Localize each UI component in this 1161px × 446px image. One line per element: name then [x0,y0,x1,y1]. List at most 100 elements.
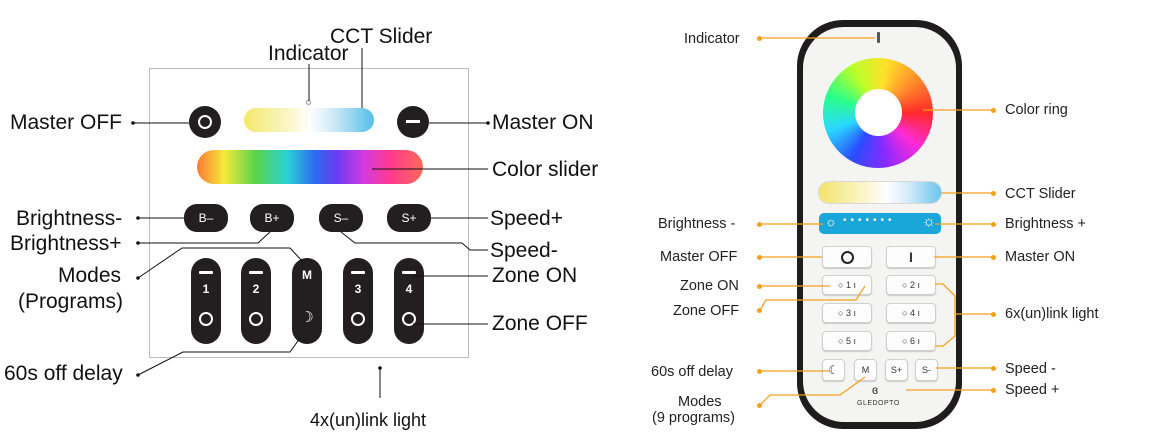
modes-label: M [302,268,312,282]
moon-icon: ☾ [828,363,839,377]
brightness-dots: ••••••• [843,215,896,226]
zone-on-dot: ○ [838,308,846,318]
zone-number: 1 [845,280,851,290]
label-zone-on: Zone ON [492,264,578,287]
zone-on-dot: ○ [902,336,910,346]
leader-dot [991,388,996,393]
remote-label-indicator: Indicator [684,31,740,47]
label-indicator: Indicator [268,42,349,65]
label-master-off: Master OFF [10,111,123,134]
remote-master-on-button[interactable]: I [886,246,936,268]
color-slider[interactable] [197,150,423,184]
label-zone-off: Zone OFF [492,312,588,335]
zone-1-button[interactable]: 1 [191,258,221,344]
zone-number: 2 [909,280,915,290]
remote-cct-slider[interactable] [819,182,941,203]
remote-master-off-button[interactable] [822,246,872,268]
label-programs: (Programs) [18,290,124,313]
zone-number: 5 [845,336,851,346]
cct-slider[interactable] [244,108,374,132]
zone-off-bar: ı [850,308,856,318]
remote-modes-button[interactable]: M [854,359,877,381]
remote-zone-3-button[interactable]: ○ 3 ı [822,303,872,323]
zone-2-button[interactable]: 2 [241,258,271,344]
zone-off-bar: ı [914,336,920,346]
leader-dot [991,255,996,260]
master-on-button[interactable] [397,106,429,138]
zone-3-button[interactable]: 3 [343,258,373,344]
label-speed-plus: Speed+ [490,207,563,230]
remote-zone-4-button[interactable]: ○ 4 ı [886,303,936,323]
remote-speed-plus-button[interactable]: S+ [885,359,908,381]
leader-dot [757,36,762,41]
remote-zone-6-button[interactable]: ○ 6 ı [886,331,936,351]
master-off-button[interactable] [189,106,221,138]
speed-plus-button[interactable]: S+ [387,204,431,232]
leader-dot [757,369,762,374]
brand-logo-icon: ɞ [872,383,879,397]
label-brightness-plus: Brightness+ [10,232,122,255]
remote-label-modes: Modes [678,394,722,410]
on-icon [199,271,213,274]
zone-off-bar: ı [914,308,920,318]
zone-number: 1 [202,282,210,296]
remote-zone-5-button[interactable]: ○ 5 ı [822,331,872,351]
zone-off-bar: ı [850,280,856,290]
leader-dot [991,108,996,113]
remote-off-delay-button[interactable]: ☾ [822,359,845,381]
remote-label-master-on: Master ON [1005,249,1076,265]
zone-on-dot: ○ [902,308,910,318]
off-icon [351,312,365,326]
leader-dot [757,308,762,313]
brightness-plus-button[interactable]: B+ [250,204,294,232]
moon-icon: ☽ [300,309,314,326]
remote-indicator [877,32,880,43]
zone-number: 3 [354,282,362,296]
remote-zone-1-button[interactable]: ○ 1 ı [822,275,872,295]
zone-number: 3 [845,308,851,318]
remote-label-color-ring: Color ring [1005,102,1068,118]
leader-dot [991,312,996,317]
zone-number: 2 [252,282,260,296]
modes-delay-button[interactable]: M ☽ [292,258,322,344]
on-icon [249,271,263,274]
remote-label-off-delay: 60s off delay [651,364,733,380]
remote-label-master-off: Master OFF [660,249,738,265]
zone-on-dot: ○ [838,336,846,346]
zone-4-button[interactable]: 4 [394,258,424,344]
circle-icon [198,115,212,129]
zone-number: 6 [909,336,915,346]
leader-dot [991,191,996,196]
brand-name: GLEDOPTO [857,400,900,407]
remote-label-zone-off: Zone OFF [673,303,740,319]
remote-label-brightness-minus: Brightness - [658,216,736,232]
label-modes: Modes [58,264,122,287]
sun-dim-icon[interactable]: ☼ [825,214,837,229]
remote-speed-minus-button[interactable]: S- [915,359,938,381]
sun-bright-icon[interactable]: ☼ [922,213,936,230]
remote-zone-2-button[interactable]: ○ 2 ı [886,275,936,295]
speed-minus-button[interactable]: S– [319,204,363,232]
off-icon [402,312,416,326]
remote-label-zone-on: Zone ON [680,278,739,294]
leader-dot [757,403,762,408]
remote-label-cct-slider: CCT Slider [1005,186,1076,202]
on-icon [402,271,416,274]
leader-dot [991,366,996,371]
zone-on-dot: ○ [838,280,846,290]
off-icon [249,312,263,326]
label-brightness-minus: Brightness- [16,207,123,230]
color-ring-center[interactable] [855,89,902,136]
brightness-bar[interactable]: ☼ ••••••• ☼ [819,213,941,234]
circle-icon [841,251,854,264]
label-speed-minus: Speed- [490,239,558,262]
remote-label-brightness-plus: Brightness + [1005,216,1087,232]
leader-dot [991,222,996,227]
leader-dot [757,222,762,227]
zone-off-bar: ı [850,336,856,346]
dash-icon [406,120,420,123]
zone-on-dot: ○ [902,280,910,290]
brightness-minus-button[interactable]: B– [184,204,228,232]
leader-dot [757,255,762,260]
